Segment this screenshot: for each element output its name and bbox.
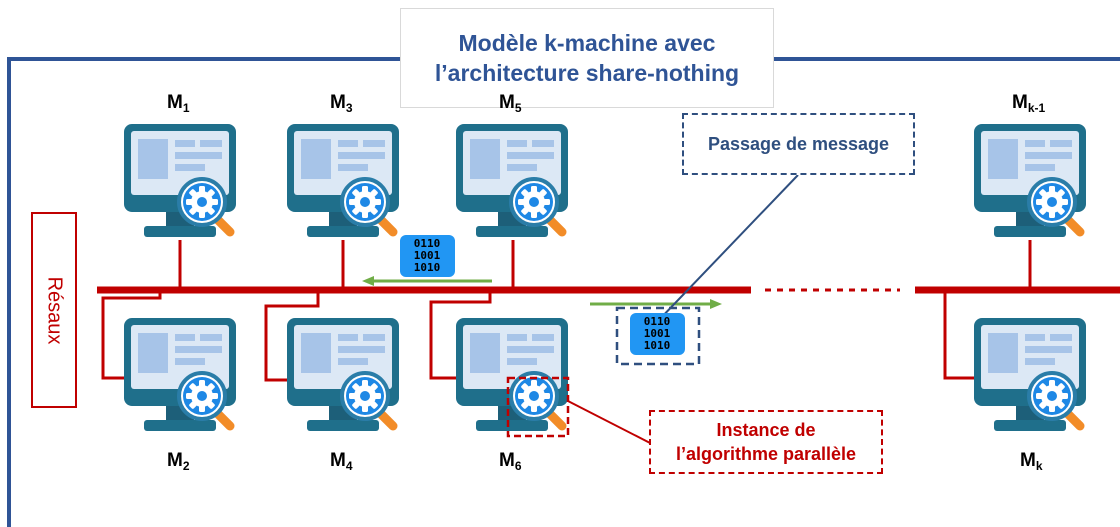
instance-label-line-1: Instance de [716, 420, 816, 440]
packet-bits: 0110 [414, 237, 441, 250]
message-passing-label: Passage de message [707, 133, 890, 154]
network-label: Résaux [43, 276, 66, 344]
machine-label: Mk [1020, 450, 1043, 473]
packet-bits: 0110 [644, 315, 671, 328]
title-line-1: Modèle k-machine avec [458, 30, 716, 56]
computer-icon [124, 318, 236, 431]
computer-icon [287, 124, 399, 237]
packet-bits: 1010 [414, 261, 441, 274]
machine-label: M5 [499, 92, 522, 115]
message-passing-label-box: Passage de message [682, 113, 915, 175]
computer-icon [974, 318, 1086, 431]
network-label-box: Résaux [31, 212, 77, 408]
computer-icon [124, 124, 236, 237]
computer-icon [974, 124, 1086, 237]
data-packet-icon: 0110 1001 1010 [400, 235, 455, 277]
machine-label: M4 [330, 450, 353, 473]
instance-callout-line [565, 399, 653, 445]
machine-label: M2 [167, 450, 190, 473]
machine-label: M6 [499, 450, 522, 473]
machine-label: Mk-1 [1012, 92, 1046, 115]
algorithm-instance-label-box: Instance de l’algorithme parallèle [649, 410, 883, 474]
computer-icon [456, 318, 568, 431]
computer-icon [287, 318, 399, 431]
computer-icon [456, 124, 568, 237]
message-callout-line [656, 174, 799, 323]
machine-label: M3 [330, 92, 353, 115]
network-bus [97, 240, 1120, 382]
message-arrow-left [362, 276, 492, 286]
instance-highlight [506, 376, 570, 438]
message-arrow-right [590, 299, 722, 309]
packet-bits: 1001 [414, 249, 441, 262]
data-packet-icon: 0110 1001 1010 [630, 313, 685, 355]
diagram-title: Modèle k-machine avec l’architecture sha… [400, 8, 774, 108]
title-line-2: l’architecture share-nothing [434, 60, 740, 86]
instance-label-line-2: l’algorithme parallèle [675, 444, 857, 464]
packet-bits: 1001 [644, 327, 671, 340]
machine-label: M1 [167, 92, 190, 115]
packet-selection-box [615, 306, 701, 366]
packet-bits: 1010 [644, 339, 671, 352]
